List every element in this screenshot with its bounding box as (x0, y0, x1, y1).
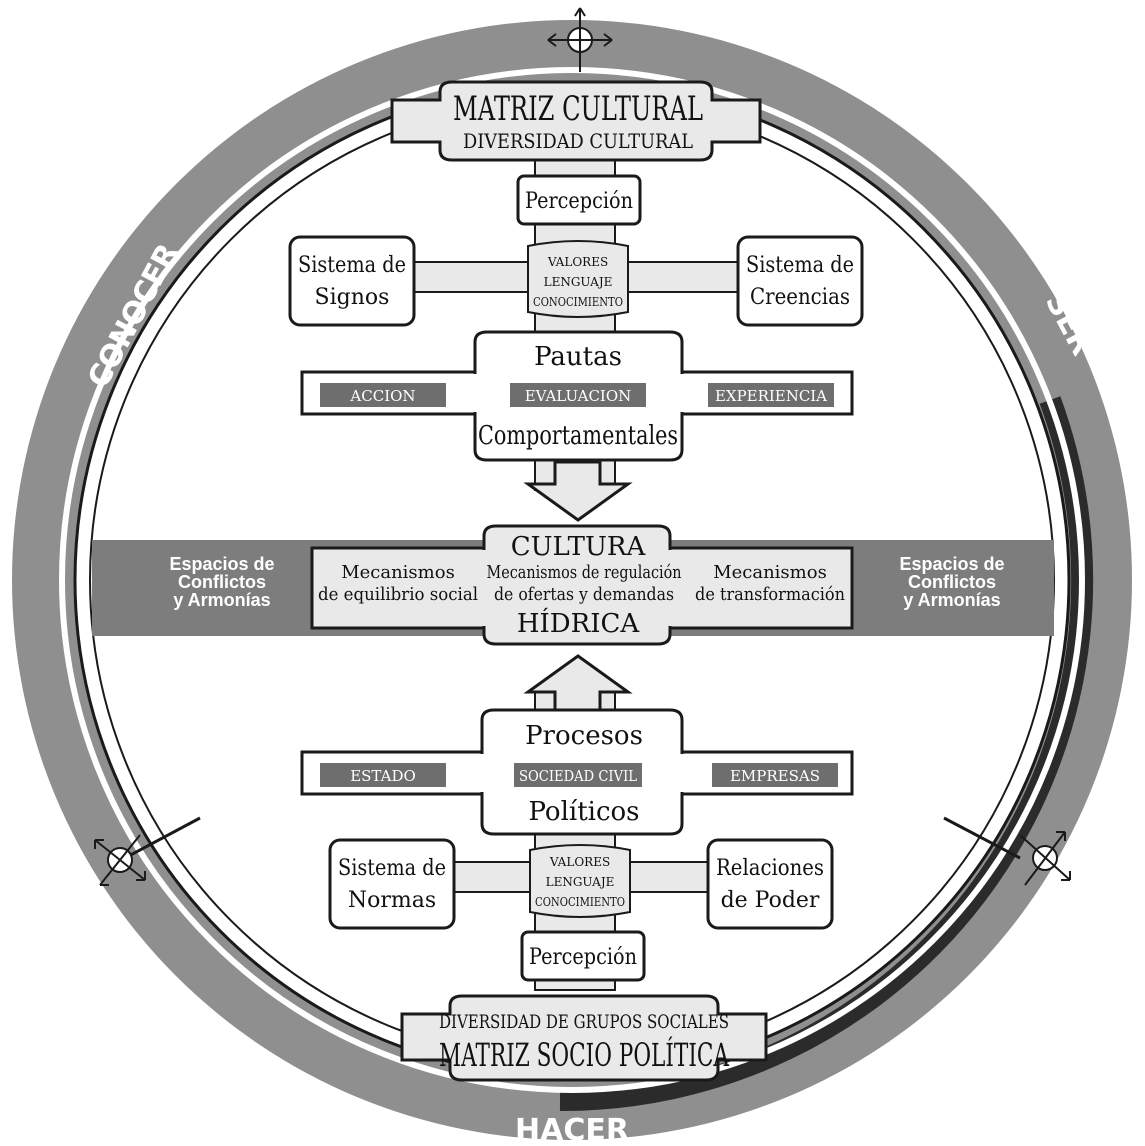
experiencia-chip (708, 383, 834, 407)
cultura-title-top: CULTURA (511, 532, 647, 562)
transformacion-line2: de transformación (695, 584, 845, 605)
band-right-line3: y Armonías (903, 590, 1000, 610)
equilibrio-line2: de equilibrio social (318, 584, 478, 605)
band-left-line1: Espacios de (169, 554, 274, 574)
relaciones-poder-box (706, 838, 834, 930)
empresas-chip (712, 763, 838, 787)
evaluacion-chip (510, 383, 646, 407)
evaluacion-label: EVALUACION (525, 387, 632, 405)
equilibrio-line1: Mecanismos (341, 562, 455, 583)
lower-perception-label: Percepción (529, 945, 637, 970)
lower-values-line3: CONOCIMIENTO (535, 895, 625, 909)
regulacion-line2: de ofertas y demandas (494, 584, 674, 605)
procesos-subtitle: Políticos (528, 797, 639, 827)
sistema-signos-line1: Sistema de (298, 253, 406, 278)
top-matrix-panel (390, 80, 762, 162)
ring-label-hacer: HACER (515, 1113, 629, 1146)
band-right-line1: Espacios de (899, 554, 1004, 574)
sistema-normas-line1: Sistema de (338, 856, 446, 881)
relaciones-poder-line1: Relaciones (716, 856, 824, 881)
transformacion-line1: Mecanismos (713, 562, 827, 583)
upper-values-block (527, 240, 629, 318)
separator-ring (59, 67, 1085, 1093)
upper-perception-box (516, 174, 642, 226)
cultura-bar-inner (314, 550, 850, 626)
band-right-line2: Conflictos (908, 572, 996, 592)
bottom-matrix-panel (400, 994, 768, 1082)
pautas-subtitle: Comportamentales (478, 421, 678, 451)
lower-values-line2: LENGUAJE (546, 875, 615, 889)
lower-values-line1: VALORES (549, 855, 610, 869)
accion-chip (320, 383, 446, 407)
lower-perception-box (520, 930, 646, 982)
sociedad-civil-label: SOCIEDAD CIVIL (519, 767, 637, 785)
sistema-creencias-line1: Sistema de (746, 253, 854, 278)
sistema-signos-box (288, 235, 416, 327)
bottom-matrix-title: MATRIZ SOCIO POLÍTICA (439, 1036, 730, 1074)
upper-values-line2: LENGUAJE (544, 275, 613, 289)
regulacion-line1: Mecanismos de regulación (487, 562, 682, 583)
upper-values-line1: VALORES (547, 255, 608, 269)
compass-arrows-icon-right (1019, 831, 1071, 886)
estado-label: ESTADO (350, 767, 416, 785)
accion-label: ACCION (349, 387, 415, 405)
sistema-creencias-line2: Creencias (750, 285, 850, 310)
sector-divider-right (943, 816, 1021, 860)
upper-values-line3: CONOCIMIENTO (533, 295, 623, 309)
sociedad-civil-chip (514, 763, 642, 787)
procesos-title: Procesos (525, 721, 643, 751)
sistema-creencias-box (736, 235, 864, 327)
cultura-title-bottom: HÍDRICA (517, 607, 641, 639)
compass-arrows-icon-left (94, 834, 146, 886)
relaciones-poder-line2: de Poder (721, 888, 820, 913)
lower-values-block (529, 844, 631, 918)
sector-divider-left (124, 816, 201, 860)
top-matrix-subtitle: DIVERSIDAD CULTURAL (463, 129, 693, 153)
band-left-line2: Conflictos (178, 572, 266, 592)
compass-arrows-icon-top (547, 7, 613, 72)
top-matrix-title: MATRIZ CULTURAL (453, 89, 703, 129)
down-arrow-icon (523, 460, 633, 522)
sistema-normas-box (328, 838, 456, 930)
bottom-matrix-subtitle: DIVERSIDAD DE GRUPOS SOCIALES (439, 1011, 729, 1033)
empresas-label: EMPRESAS (730, 767, 820, 785)
experiencia-label: EXPERIENCIA (715, 387, 827, 405)
band-left-line3: y Armonías (173, 590, 270, 610)
pautas-title: Pautas (534, 342, 622, 372)
estado-chip (320, 763, 446, 787)
sistema-signos-line2: Signos (315, 285, 390, 310)
upper-perception-label: Percepción (525, 189, 633, 214)
sistema-normas-line2: Normas (348, 888, 436, 913)
